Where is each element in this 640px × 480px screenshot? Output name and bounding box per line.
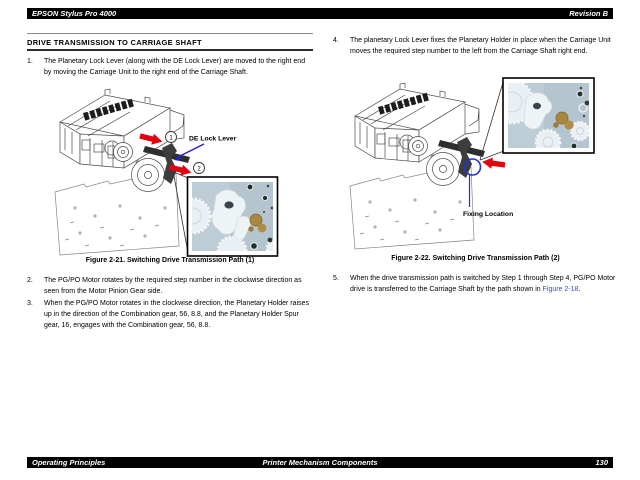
mechanism-drawing xyxy=(54,88,191,256)
step-3: 3. When the PG/PO Motor rotates in the c… xyxy=(27,299,310,331)
header-revision: Revision B xyxy=(569,9,608,18)
section-rule-top xyxy=(27,33,313,34)
step-1: 1. The Planetary Lock Lever (along with … xyxy=(27,57,310,79)
figure-2-22-drawing: Fixing Location xyxy=(349,77,595,250)
footer-section: Printer Mechanism Components xyxy=(262,458,378,467)
callout-circle-2: 2 xyxy=(193,162,205,174)
blue-pointer-arrow xyxy=(174,143,205,161)
inset-photo xyxy=(186,176,279,257)
callout-1-number: 1 xyxy=(169,135,173,141)
figure-2-18-link[interactable]: Figure 2-18 xyxy=(542,285,579,293)
header-bar: EPSON Stylus Pro 4000 Revision B xyxy=(27,8,613,19)
footer-chapter: Operating Principles xyxy=(32,458,106,467)
step-number: 4. xyxy=(333,37,339,44)
figure-2-21-drawing: 1 DE Lock Lever 2 xyxy=(54,88,279,257)
callout-2-number: 2 xyxy=(197,166,201,172)
de-lock-lever-label: DE Lock Lever xyxy=(189,136,237,143)
step-text-post: . xyxy=(578,285,581,293)
figure-2-22-caption: Figure 2-22. Switching Drive Transmissio… xyxy=(391,255,560,262)
step-2: 2. The PG/PO Motor rotates by the requir… xyxy=(27,276,310,298)
step-text: When the drive transmission path is swit… xyxy=(350,274,616,296)
callout-circle-1: 1 xyxy=(165,131,177,143)
step-number: 5. xyxy=(333,275,339,282)
step-text: The PG/PO Motor rotates by the required … xyxy=(44,277,302,295)
step-text-pre: When the drive transmission path is swit… xyxy=(350,275,616,293)
header-title: EPSON Stylus Pro 4000 xyxy=(32,9,117,18)
step-number: 1. xyxy=(27,58,33,65)
step-text: The planetary Lock Lever fixes the Plane… xyxy=(350,37,611,55)
step-text: When the PG/PO Motor rotates in the cloc… xyxy=(44,300,309,329)
inset-leader-lines xyxy=(479,78,505,161)
figure-2-21-caption: Figure 2-21. Switching Drive Transmissio… xyxy=(85,257,255,264)
step-number: 3. xyxy=(27,300,33,307)
footer-bar: Operating Principles Printer Mechanism C… xyxy=(27,457,613,468)
step-4: 4. The planetary Lock Lever fixes the Pl… xyxy=(333,36,616,58)
step-text: The Planetary Lock Lever (along with the… xyxy=(44,58,306,76)
fixing-location-circle xyxy=(463,158,482,176)
page-number: 130 xyxy=(595,458,608,467)
step-5: 5. When the drive transmission path is s… xyxy=(333,274,616,296)
step-number: 2. xyxy=(27,277,33,284)
section-title: DRIVE TRANSMISSION TO CARRIAGE SHAFT xyxy=(27,38,202,47)
fixing-location-label: Fixing Location xyxy=(463,211,513,218)
section-rule-bottom xyxy=(27,49,313,51)
inset-photo xyxy=(502,77,595,154)
inset-leader-lines xyxy=(173,172,189,254)
